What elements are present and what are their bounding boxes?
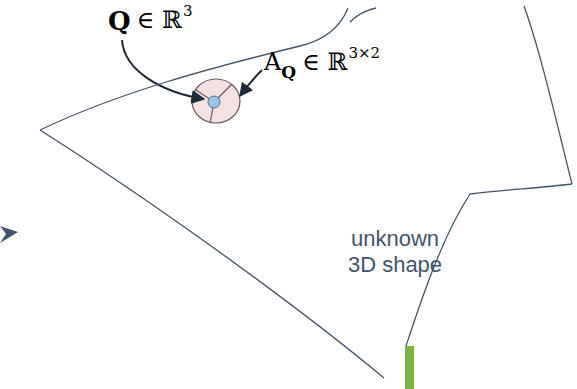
symbol: Q bbox=[108, 8, 131, 34]
exponent: 3 bbox=[183, 4, 193, 19]
query-point bbox=[208, 96, 220, 108]
subscript: Q bbox=[281, 64, 296, 81]
exponent: 3×2 bbox=[349, 46, 381, 61]
leader-arrow bbox=[240, 70, 262, 96]
shape-caption: unknown 3D shape bbox=[335, 226, 455, 278]
green-bar bbox=[405, 346, 414, 389]
leader-arrow bbox=[122, 40, 204, 99]
set-symbol: ∈ ℝ bbox=[302, 50, 347, 74]
input-arrow bbox=[0, 226, 18, 243]
symbol: A bbox=[264, 50, 281, 74]
surface-disk bbox=[192, 79, 240, 123]
set-symbol: ∈ ℝ bbox=[137, 8, 182, 32]
